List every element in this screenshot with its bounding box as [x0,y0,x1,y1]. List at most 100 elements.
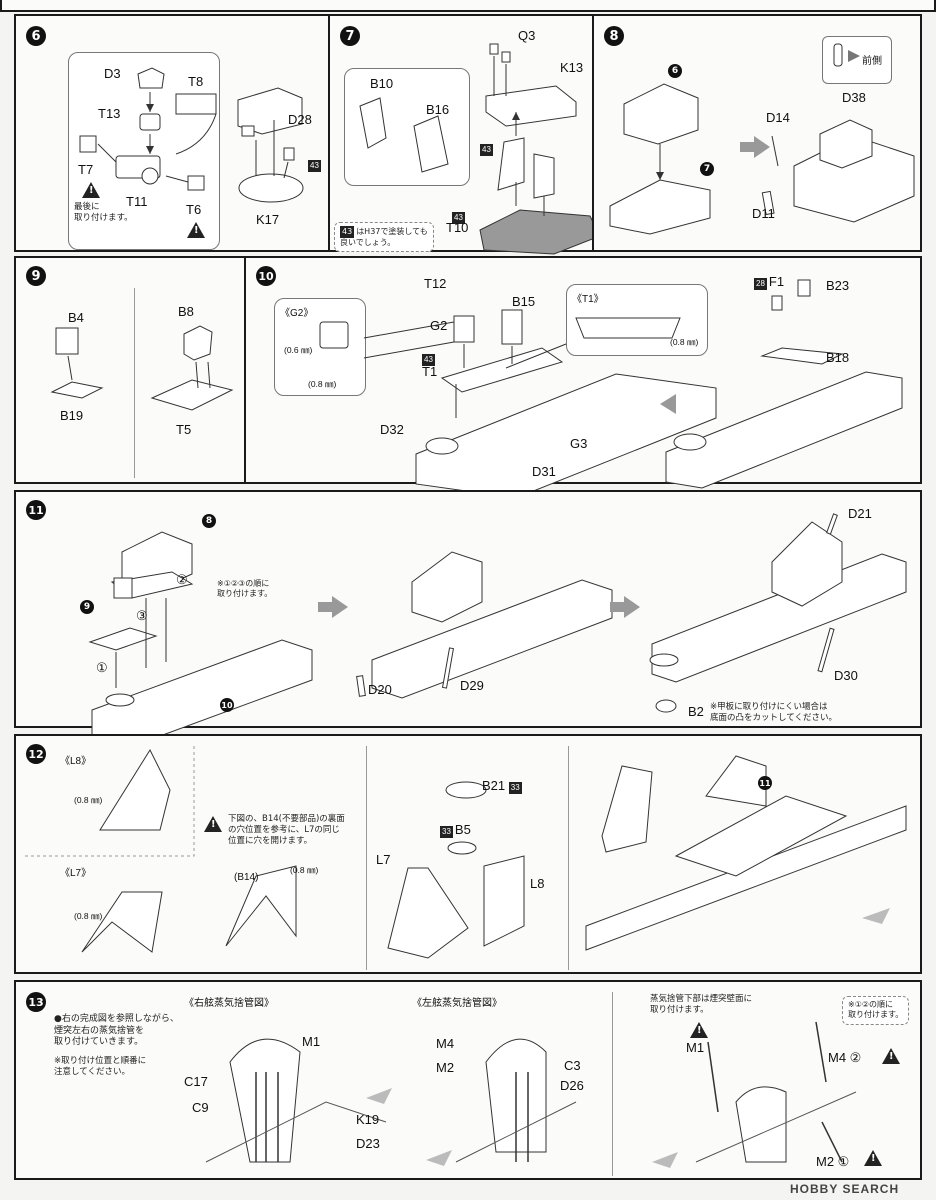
step-6-panel: 6 [14,14,330,252]
order-2: ② [176,572,188,587]
l8-drill: (0.8 ㎜) [74,795,103,805]
step-12-diagram [24,746,907,959]
label-b16: B16 [426,102,450,117]
step-9-diagram [50,325,234,411]
label-c3: C3 [564,1058,581,1073]
step-6-note: 最後に 取り付けます。 [74,202,133,224]
step-12-number: 12 [26,744,46,764]
step-10-diagram [319,279,903,499]
step-9-divider [134,288,135,478]
label-t11: T11 [126,194,148,209]
label-q3: Q3 [518,28,536,43]
step-9-panel: 9 B4 B19 B8 T5 [14,256,246,484]
step-8-number: 8 [604,26,624,46]
label-m2: M2 [436,1060,455,1075]
order-note: ※①②の順に 取り付けます。 [842,996,910,1025]
label-m1: M1 [302,1034,321,1049]
next-arrow [318,596,348,618]
step-8-panel: 8 前側 6 7 D38 D14 D11 [592,14,922,252]
label-t8: T8 [188,74,204,89]
step-13-divider [612,992,613,1176]
label-g2: G2 [430,318,448,333]
label-m1b: M1 [686,1040,705,1055]
label-m4b: M4 ② [828,1050,862,1065]
t1-drill: (0.8 ㎜) [670,337,699,347]
label-t12: T12 [424,276,447,291]
label-badge-43: 43 [422,354,435,366]
step-11-panel: 11 [14,490,922,751]
warning-icon [187,222,205,238]
label-m4: M4 [436,1036,455,1051]
l7-drill: (0.8 ㎜) [74,911,103,921]
b14-drill: (0.8 ㎜) [290,865,319,875]
label-d26: D26 [560,1078,584,1093]
order-note: ※①②③の順に 取り付けます。 [217,579,273,599]
label-d11: D11 [752,206,775,221]
label-b8: B8 [178,304,194,319]
step-12-panel: 12 《L8》 (0.8 ㎜) 《L7》 [14,734,922,974]
step-10-panel: 10 [244,256,922,499]
label-d3: D3 [104,66,121,81]
label-d21: D21 [848,506,872,521]
label-k19: K19 [356,1112,380,1127]
step-7-diagram [359,43,601,255]
next-arrow [610,596,640,618]
label-b21: B21 33 [482,778,522,794]
label-badge-43b: 43 [452,212,465,224]
label-d14: D14 [766,110,790,125]
step-6-diagram [79,67,304,203]
step-6-number: 6 [26,26,46,46]
label-k17: K17 [256,212,280,227]
b2-note: ※甲板に取り付けにくい場合は 底面の凸をカットしてください。 [710,702,837,724]
label-b15: B15 [512,294,536,309]
label-g3: G3 [570,436,588,451]
step-11-diagram [88,513,907,751]
label-t7: T7 [78,162,94,177]
top-strip [0,0,936,12]
step-9-number: 9 [26,266,46,286]
g2-drill-08: (0.8 ㎜) [308,379,337,389]
label-d30: D30 [834,668,858,683]
b14-title: (B14) [234,872,259,883]
step-13-panel: 13 ●右の完成図を参照しながら、 煙突左右の蒸気捨管を 取り付けていきます。 … [14,980,922,1180]
label-b4: B4 [68,310,84,325]
step-13-note: ※取り付け位置と順番に 注意してください。 [54,1056,147,1078]
front-label: 前側 [862,56,882,67]
ref-step-10: 10 [220,698,234,712]
step-11-number: 11 [26,500,46,520]
ref-step-9: 9 [80,600,94,614]
step-13-diagram [205,1021,857,1168]
label-d28: D28 [288,112,312,127]
label-t5: T5 [176,422,192,437]
label-c9: C9 [192,1100,209,1115]
ref-step-8: 8 [202,514,216,528]
step-7-panel: 7 Q3 K13 B10 B16 [328,14,601,255]
label-l7: L7 [376,852,391,867]
step-7-number: 7 [340,26,360,46]
order-1: ① [96,660,108,675]
drill-warning-note: 下図の、B14(不要部品)の裏面 の穴位置を参考に、L7の同じ 位置に穴を開けま… [228,814,345,847]
step-10-number: 10 [256,266,276,286]
label-b2: B2 [688,704,704,719]
ref-step-6: 6 [668,64,682,78]
wall-note: 蒸気捨管下部は煙突壁面に 取り付けます。 [650,994,753,1016]
step-12-divider-2 [568,746,569,970]
step-8-diagram [609,43,915,235]
g2-title: 《G2》 [280,308,314,319]
label-m2b: M2 ① [816,1154,850,1169]
left-side-title: 《左舷蒸気捨管図》 [412,998,502,1009]
label-d23: D23 [356,1136,380,1151]
label-d29: D29 [460,678,484,693]
warning-icon [690,1022,708,1038]
g2-drill-06: (0.6 ㎜) [284,345,313,355]
label-b18: B18 [826,350,850,365]
label-t6: T6 [186,202,202,217]
label-d32: D32 [380,422,404,437]
warning-icon [204,816,222,832]
label-c17: C17 [184,1074,208,1089]
label-k13: K13 [560,60,584,75]
step-13-number: 13 [26,992,46,1012]
